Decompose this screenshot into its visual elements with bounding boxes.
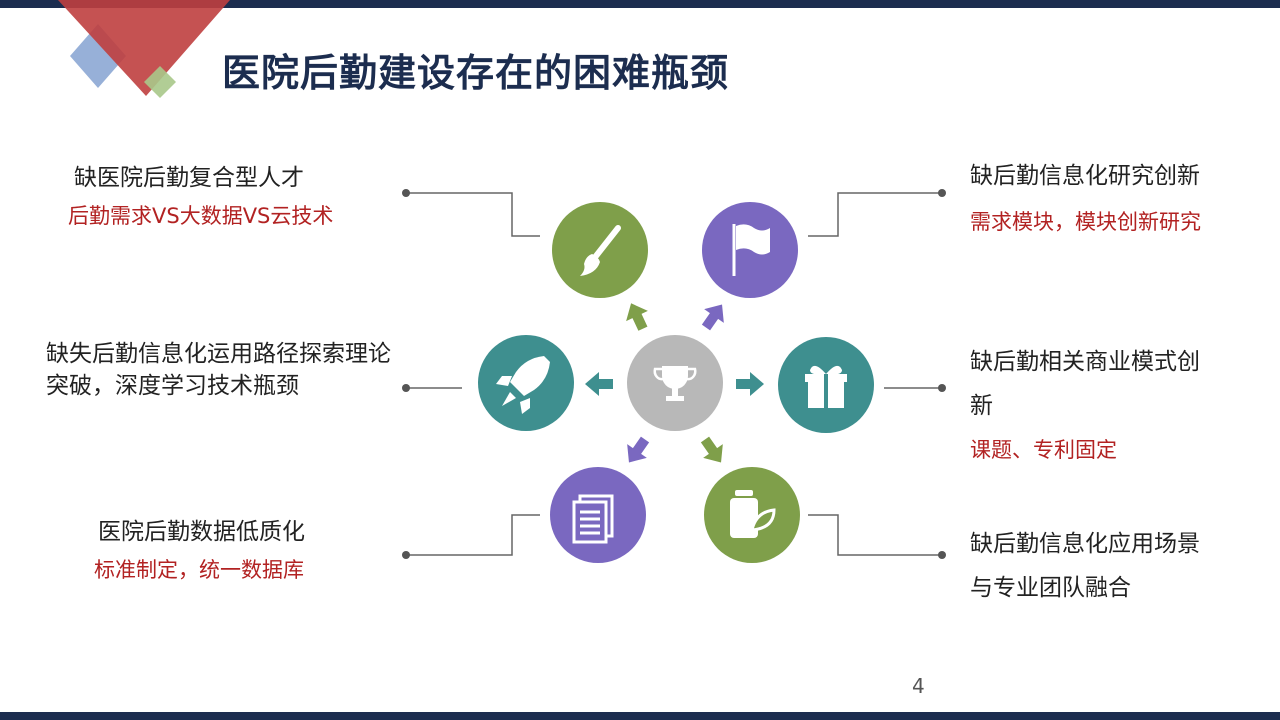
gift-circle <box>778 337 874 433</box>
arrow-up-right-icon <box>701 304 724 331</box>
paintbrush-icon <box>580 225 621 276</box>
page-number: 4 <box>912 674 925 698</box>
item-4-subtitle: 课题、专利固定 <box>970 438 1117 462</box>
jar-circle <box>704 467 800 563</box>
item-5-subtitle: 标准制定，统一数据库 <box>94 558 304 582</box>
item-6-title: 缺后勤信息化应用场景与专业团队融合 <box>970 531 1200 601</box>
item-1-title: 缺医院后勤复合型人才 <box>74 165 304 191</box>
item-3-title: 缺失后勤信息化运用路径探索理论突破，深度学习技术瓶颈 <box>46 341 391 399</box>
item-4-title: 缺后勤相关商业模式创新 <box>970 349 1200 419</box>
item-5-title: 医院后勤数据低质化 <box>98 519 305 545</box>
flag-circle <box>702 202 798 298</box>
arrow-down-left-icon <box>627 436 650 463</box>
corner-decoration <box>58 0 230 98</box>
item-2-subtitle: 需求模块，模块创新研究 <box>970 210 1201 234</box>
gift-icon <box>805 365 847 408</box>
page-title: 医院后勤建设存在的困难瓶颈 <box>222 51 730 95</box>
rocket-icon <box>496 356 550 414</box>
paintbrush-circle <box>552 202 648 298</box>
document-icon <box>572 494 614 544</box>
arrow-up-left-icon <box>626 303 648 331</box>
flag-icon <box>732 224 770 276</box>
center-circle <box>627 335 723 431</box>
trophy-icon <box>653 366 697 401</box>
arrow-left-icon <box>585 372 613 396</box>
jar-leaf-icon <box>730 490 776 538</box>
top-bar <box>0 0 1280 8</box>
document-circle <box>550 467 646 563</box>
arrow-right-icon <box>736 372 764 396</box>
arrow-down-right-icon <box>700 436 723 463</box>
item-1-subtitle: 后勤需求VS大数据VS云技术 <box>68 204 334 228</box>
bottom-bar <box>0 712 1280 720</box>
rocket-circle <box>478 335 574 431</box>
item-2-title: 缺后勤信息化研究创新 <box>970 163 1200 189</box>
